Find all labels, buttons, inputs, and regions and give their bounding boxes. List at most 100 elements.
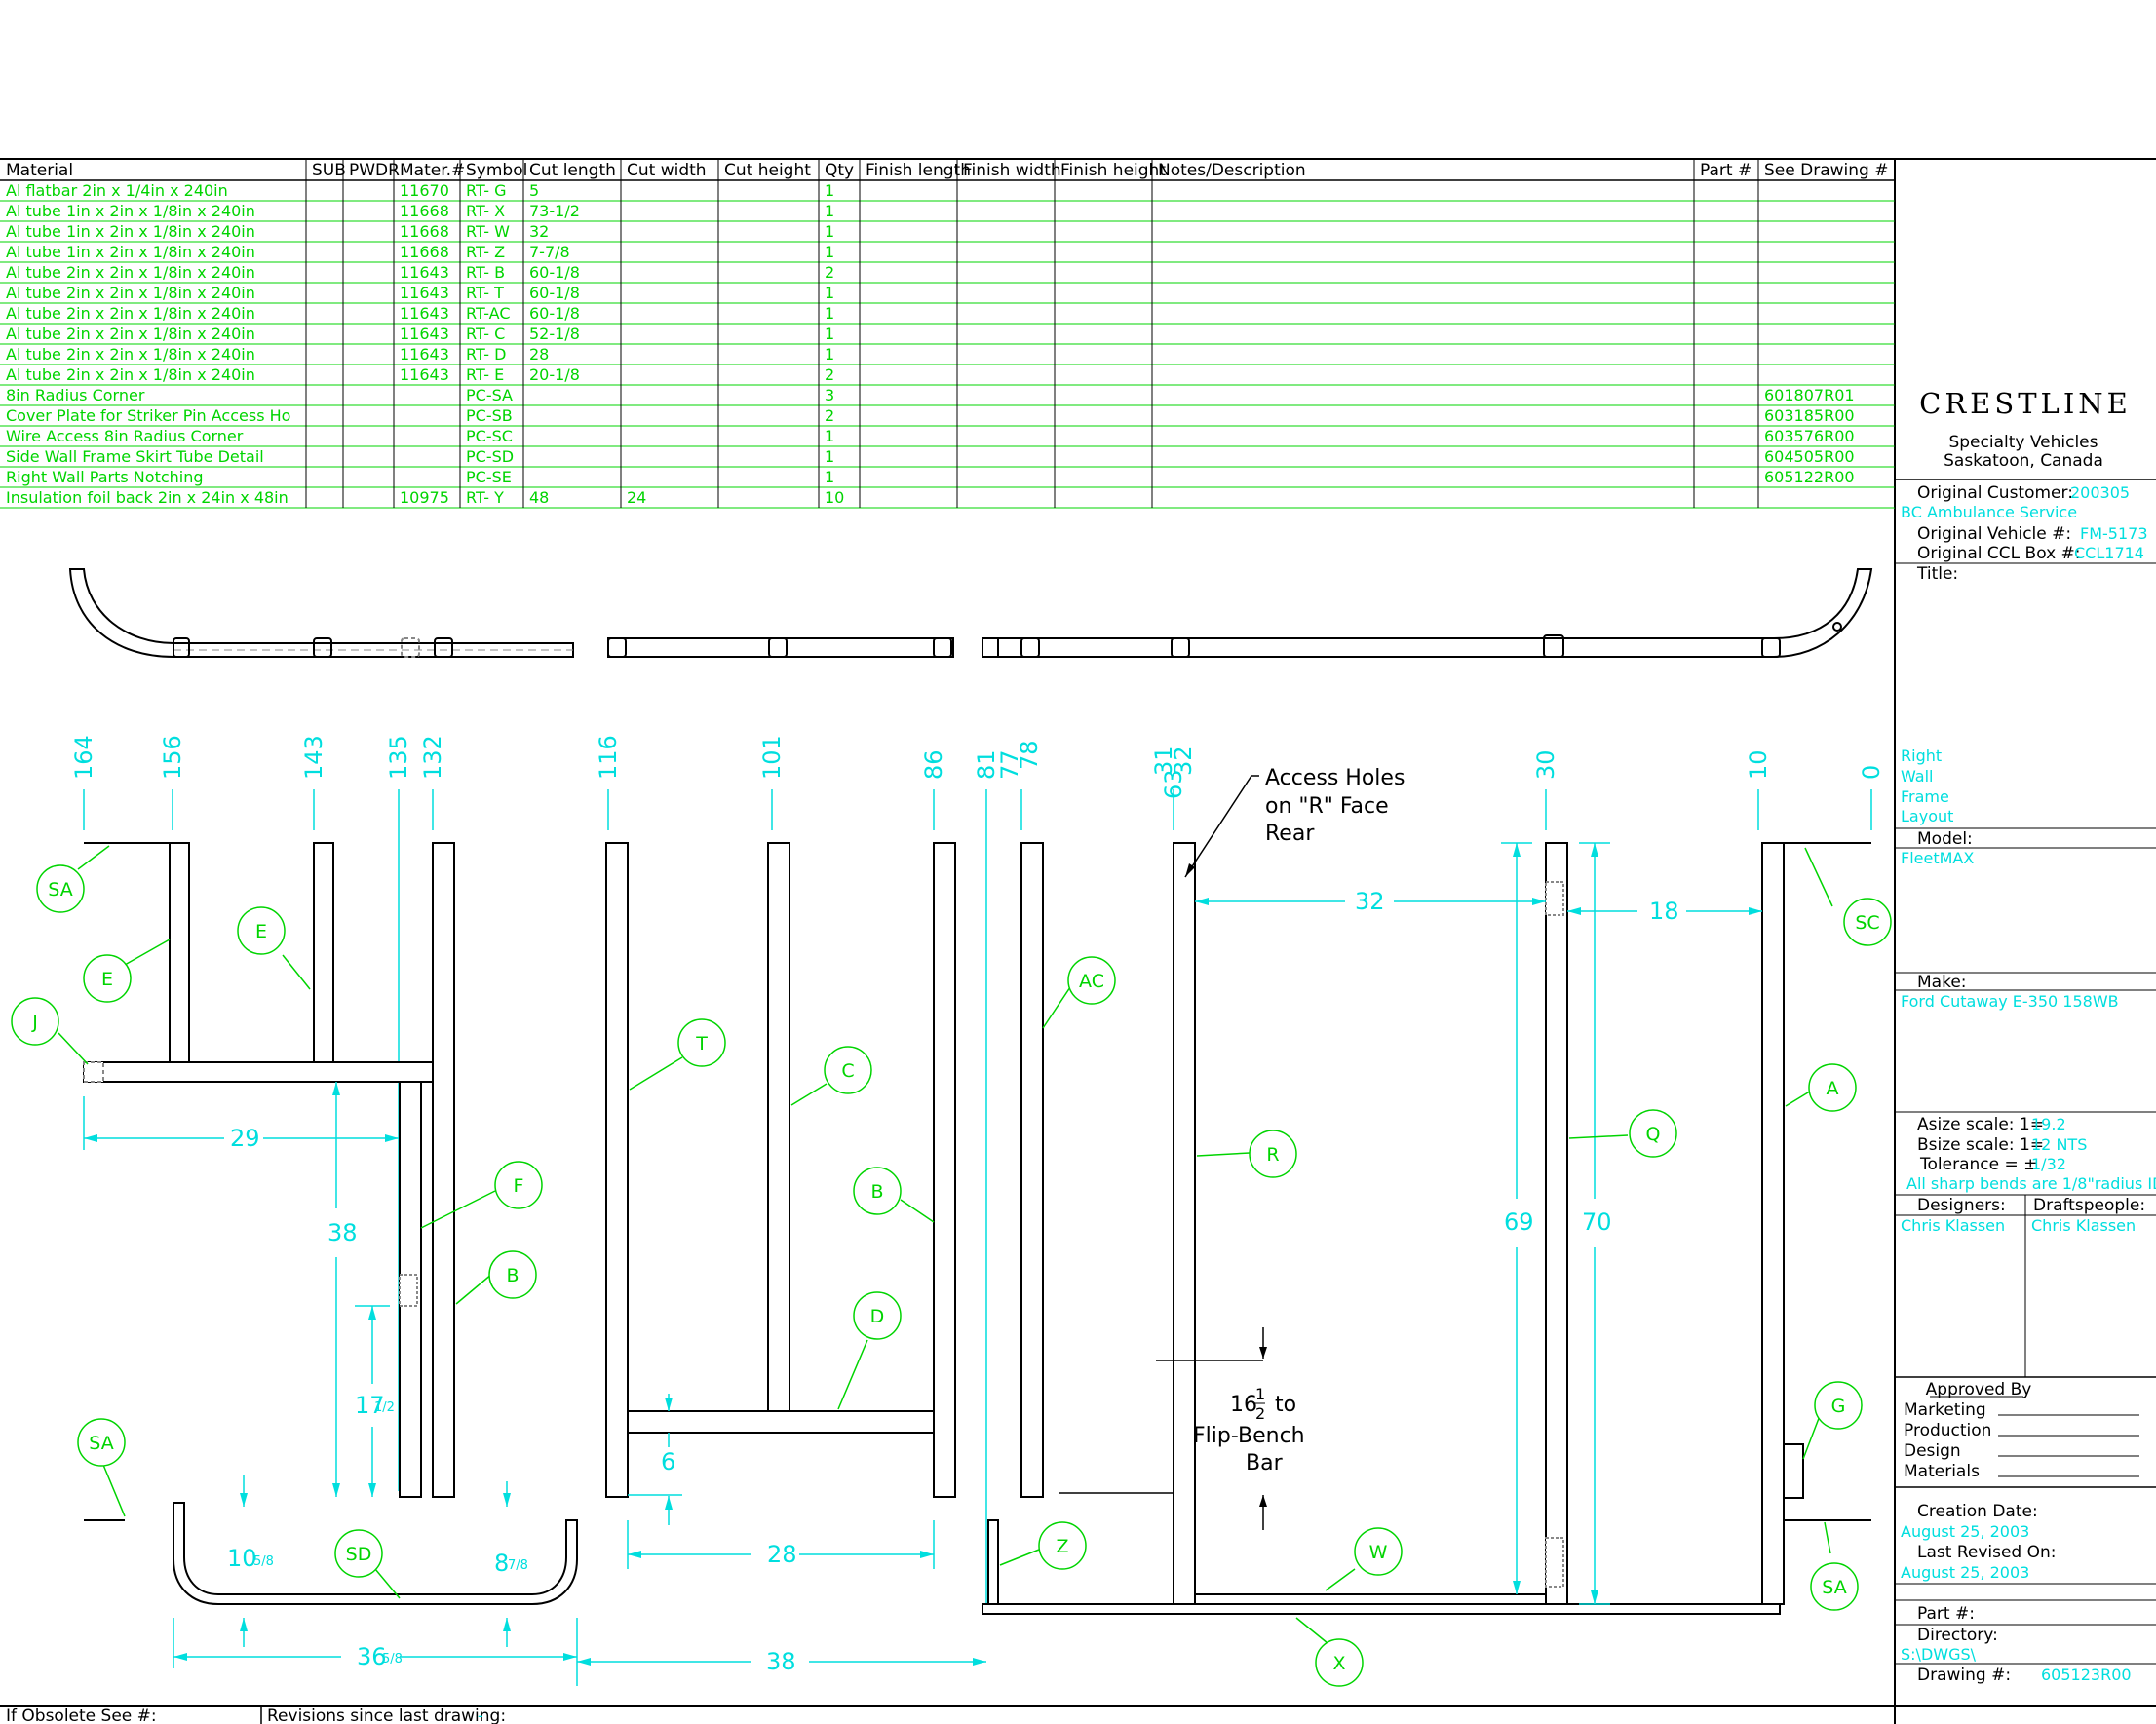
table-cell: 32 xyxy=(529,222,549,241)
balloon-E-left: E xyxy=(101,969,113,990)
make-value: Ford Cutaway E-350 158WB xyxy=(1901,992,2119,1011)
table-cell: 1 xyxy=(825,243,834,261)
table-header-2: PWDR xyxy=(349,161,400,180)
table-cell: 7-7/8 xyxy=(529,243,570,261)
tube-Q xyxy=(1545,842,1568,1605)
approval-marketing: Marketing xyxy=(1904,1400,1986,1420)
station-164: 164 xyxy=(70,735,97,780)
elevation-view xyxy=(83,842,1871,1615)
directory-value: S:\DWGS\ xyxy=(1901,1645,1977,1664)
table-cell: Al tube 1in x 2in x 1/8in x 240in xyxy=(6,243,255,261)
table-header-12: Notes/Description xyxy=(1158,161,1306,180)
dim-38-vertical: 38 xyxy=(327,1219,358,1246)
table-cell: Cover Plate for Striker Pin Access Ho xyxy=(6,406,290,425)
table-cell: 1 xyxy=(825,468,834,486)
table-cell: RT- E xyxy=(466,365,504,384)
bsize-value: 12 NTS xyxy=(2031,1135,2087,1154)
table-header-3: Mater.# xyxy=(400,161,465,180)
station-101: 101 xyxy=(758,735,786,780)
balloon-C: C xyxy=(841,1060,854,1082)
balloon-AC: AC xyxy=(1079,971,1104,992)
dim-17: 17 xyxy=(355,1392,385,1419)
table-cell: RT- D xyxy=(466,345,506,364)
part-number-label: Part #: xyxy=(1917,1604,1975,1624)
table-cell: PC-SB xyxy=(466,406,513,425)
table-cell: PC-SE xyxy=(466,468,512,486)
table-cell: 10 xyxy=(825,488,844,507)
top-view xyxy=(68,568,1873,658)
table-cell: 2 xyxy=(825,406,834,425)
tube-A xyxy=(1761,842,1785,1605)
bsize-label: Bsize scale: 1= xyxy=(1917,1135,2044,1155)
revisions-value: - xyxy=(478,1706,483,1724)
tube-E-left xyxy=(169,842,190,1063)
table-cell: 1 xyxy=(825,284,834,302)
dimension-lines xyxy=(83,842,1762,1686)
table-cell: 11643 xyxy=(400,325,449,343)
balloon-B-right: B xyxy=(870,1181,883,1203)
balloon-SA-right: SA xyxy=(1822,1577,1846,1598)
station-30: 30 xyxy=(1532,749,1559,780)
table-cell: 11668 xyxy=(400,243,449,261)
table-cell: PC-SA xyxy=(466,386,513,404)
table-cell: 1 xyxy=(825,181,834,200)
model-value: FleetMAX xyxy=(1901,849,1974,867)
creation-date-label: Creation Date: xyxy=(1917,1502,2038,1521)
table-cell: 1 xyxy=(825,345,834,364)
tube-W xyxy=(1194,1593,1547,1605)
customer-name: BC Ambulance Service xyxy=(1901,503,2077,521)
balloon-SA-top: SA xyxy=(48,879,72,900)
table-header-9: Finish length xyxy=(866,161,971,180)
station-116: 116 xyxy=(595,735,622,780)
obsolete-label: If Obsolete See #: xyxy=(6,1706,157,1724)
table-cell: 10975 xyxy=(400,488,449,507)
approval-production: Production xyxy=(1904,1421,1991,1440)
table-cell: 5 xyxy=(529,181,539,200)
dim-29: 29 xyxy=(230,1125,260,1152)
dim-10: 10 xyxy=(227,1545,257,1572)
table-cell: RT- W xyxy=(466,222,510,241)
approved-by-label: Approved By xyxy=(1926,1380,2032,1399)
title-label: Title: xyxy=(1916,564,1958,584)
table-header-1: SUB xyxy=(312,161,346,180)
creation-date-value: August 25, 2003 xyxy=(1901,1522,2029,1541)
balloon-T: T xyxy=(695,1033,708,1054)
original-vehicle-label: Original Vehicle #: xyxy=(1917,524,2071,544)
dim-69: 69 xyxy=(1504,1208,1534,1236)
title-line-2: Wall xyxy=(1901,767,1934,785)
dim-36: 36 xyxy=(357,1643,387,1670)
table-cell: 603576R00 xyxy=(1764,427,1855,445)
note-flip-line3: Bar xyxy=(1246,1451,1284,1475)
table-cell: 11668 xyxy=(400,202,449,220)
balloon-D: D xyxy=(870,1306,885,1327)
station-143: 143 xyxy=(300,735,327,780)
balloon-W: W xyxy=(1369,1542,1388,1563)
dim-8: 8 xyxy=(494,1550,509,1577)
note-flip-frac-num: 1 xyxy=(1255,1385,1265,1403)
note-flip-to: to xyxy=(1275,1393,1296,1417)
balloon-SC: SC xyxy=(1855,912,1879,934)
table-cell: RT- C xyxy=(466,325,505,343)
drawing-number-label: Drawing #: xyxy=(1917,1666,2011,1685)
table-cell: 1 xyxy=(825,222,834,241)
table-cell: 52-1/8 xyxy=(529,325,580,343)
station-10: 10 xyxy=(1745,749,1772,780)
table-header-0: Material xyxy=(6,161,73,180)
table-header-5: Cut length xyxy=(529,161,616,180)
original-customer-label: Original Customer: xyxy=(1917,483,2073,503)
bend-note: All sharp bends are 1/8"radius ID xyxy=(1906,1174,2156,1193)
table-cell: Al tube 2in x 2in x 1/8in x 240in xyxy=(6,263,255,282)
tolerance-label: Tolerance = ± xyxy=(1919,1155,2037,1174)
tube-C xyxy=(767,842,790,1412)
table-cell: Al tube 1in x 2in x 1/8in x 240in xyxy=(6,222,255,241)
balloon-E-right: E xyxy=(255,921,267,942)
